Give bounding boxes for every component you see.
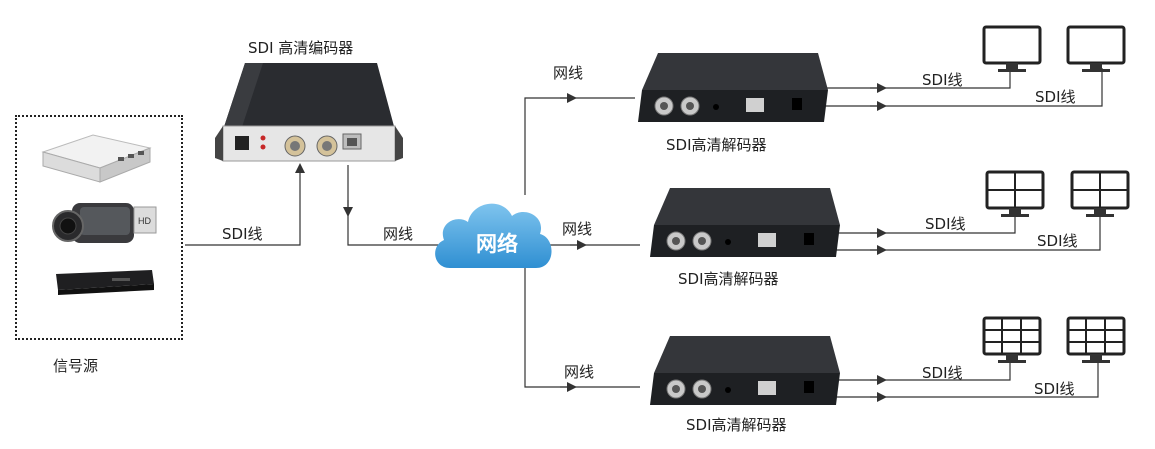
sdi-line-decoder3-monitor1 — [830, 360, 1011, 381]
decoder-title-3: SDI高清解码器 — [686, 416, 787, 434]
sdi-line-decoder1-monitor2 — [820, 68, 1103, 107]
monitor-icon-2a — [985, 170, 1045, 217]
network-line-to-decoder-1 — [524, 97, 635, 195]
network-line-label-encoder: 网线 — [383, 225, 414, 243]
sdi-encoder-device — [215, 63, 403, 162]
monitor-icon-3b — [1066, 316, 1126, 363]
network-line-label-2: 网线 — [562, 220, 593, 238]
sdi-decoder-device-3 — [650, 336, 840, 405]
network-line-label-3: 网线 — [564, 363, 595, 381]
sdi-line-decoder2-monitor2 — [830, 215, 1101, 251]
sdi-line-label-d3a: SDI线 — [922, 364, 963, 382]
sdi-line-label-d2a: SDI线 — [925, 215, 966, 233]
monitor-icon-1a — [982, 25, 1042, 72]
monitor-icon-2b — [1070, 170, 1130, 217]
sdi-line-label-d1b: SDI线 — [1035, 88, 1076, 106]
sdi-line-label-d3b: SDI线 — [1034, 380, 1075, 398]
monitor-icon-1b — [1066, 25, 1126, 72]
encoder-title: SDI 高清编码器 — [248, 39, 354, 57]
sdi-line-decoder2-monitor1 — [830, 215, 1016, 234]
sdi-decoder-device-2 — [650, 188, 840, 257]
cloud-label: 网络 — [476, 232, 518, 256]
source-label: 信号源 — [53, 357, 99, 375]
media-player-icon — [41, 134, 152, 183]
set-top-box-icon — [56, 270, 154, 295]
sdi-line-source-to-encoder — [185, 163, 305, 246]
monitor-icon-3a — [982, 316, 1042, 363]
sdi-decoder-device-1 — [638, 53, 828, 122]
sdi-line-decoder3-monitor2 — [830, 360, 1099, 398]
decoder-title-2: SDI高清解码器 — [678, 270, 779, 288]
network-cloud-icon — [435, 203, 552, 268]
sdi-line-label-d1a: SDI线 — [922, 71, 963, 89]
signal-source-group — [15, 115, 183, 340]
network-line-label-1: 网线 — [553, 64, 584, 82]
decoder-title-1: SDI高清解码器 — [666, 136, 767, 154]
sdi-line-label-d2b: SDI线 — [1037, 232, 1078, 250]
sdi-line-label-source: SDI线 — [222, 225, 263, 243]
network-line-encoder-to-cloud — [347, 165, 440, 246]
network-line-to-decoder-3 — [524, 265, 640, 388]
camcorder-icon: HD — [52, 203, 157, 243]
svg-text:HD: HD — [138, 216, 151, 226]
